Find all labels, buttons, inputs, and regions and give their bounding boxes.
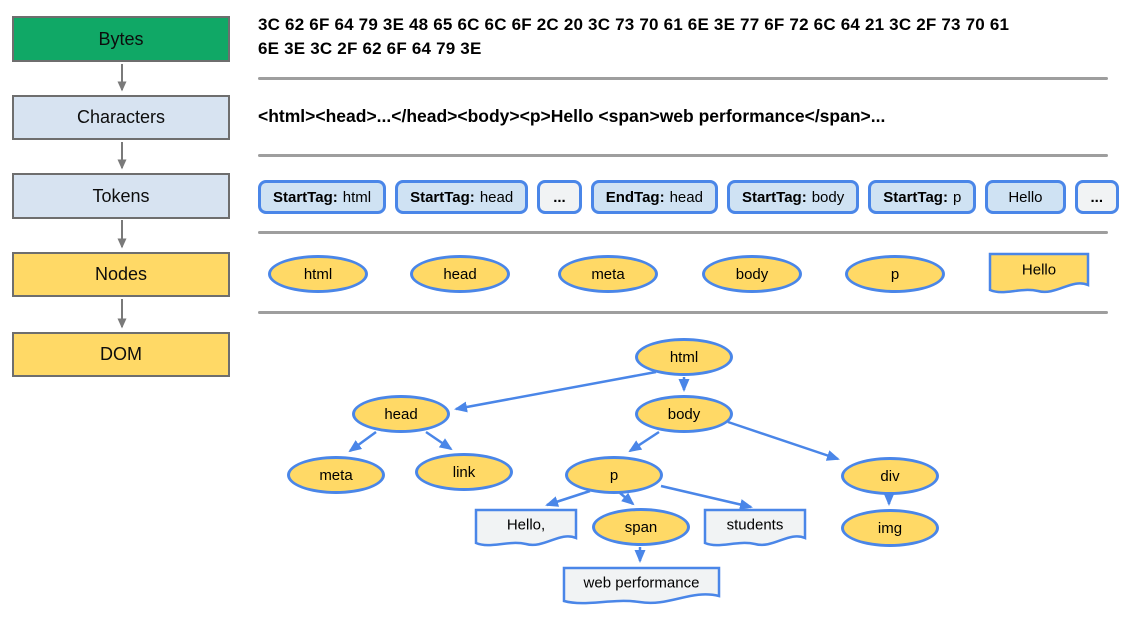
dom-node-html: html	[635, 338, 733, 376]
node-label: span	[624, 518, 658, 536]
token-ellipsis: ...	[1074, 180, 1120, 214]
token-value: body	[811, 188, 845, 206]
stage-characters: Characters	[12, 95, 230, 140]
token-value: ...	[553, 188, 566, 206]
document-shape	[562, 566, 721, 606]
token-value: head	[479, 188, 514, 206]
dom-node-hello-text: Hello,	[474, 508, 578, 548]
edge-body-div	[727, 420, 840, 461]
characters-markup-text: <html><head>...</head><body><p>Hello <sp…	[258, 106, 886, 126]
bytes-hex-line-1: 3C 62 6F 64 79 3E 48 65 6C 6C 6F 2C 20 3…	[258, 15, 1010, 34]
dom-node-students-text: students	[703, 508, 807, 548]
token-starttag-head: StartTag:head	[395, 180, 529, 214]
edge-p-span	[619, 492, 635, 506]
stage-dom-label: DOM	[100, 344, 142, 364]
dom-node-meta: meta	[287, 456, 385, 494]
node-label: body	[735, 265, 769, 283]
dom-node-img: img	[841, 509, 939, 547]
token-starttag-body: StartTag:body	[726, 180, 860, 214]
bytes-hex-line-2: 6E 3E 3C 2F 62 6F 64 79 3E	[258, 39, 482, 58]
dom-node-body: body	[635, 395, 733, 433]
node-label: students	[726, 516, 784, 534]
edge-head-link	[425, 430, 453, 451]
divider-characters-tokens	[258, 154, 1108, 157]
node-label: html	[303, 265, 333, 283]
stage-nodes-label: Nodes	[94, 264, 148, 284]
node-meta: meta	[558, 255, 658, 293]
node-label: head	[443, 265, 477, 283]
stage-bytes: Bytes	[12, 16, 230, 62]
token-value: Hello	[1008, 188, 1043, 206]
token-value: head	[669, 188, 703, 206]
dom-node-p: p	[565, 456, 663, 494]
document-shape	[474, 508, 578, 548]
node-hello-text: Hello	[988, 252, 1090, 296]
node-label: web performance	[583, 574, 700, 592]
token-value: p	[952, 188, 962, 206]
token-label: StartTag:	[410, 188, 475, 206]
dom-node-web-performance-text: web performance	[562, 566, 721, 606]
token-endtag-head: EndTag:head	[590, 180, 718, 214]
stage-tokens-label: Tokens	[92, 185, 150, 206]
stage-nodes: Nodes	[12, 252, 230, 297]
node-head: head	[410, 255, 510, 293]
edge-p-students	[660, 484, 753, 510]
node-label: Hello,	[506, 516, 546, 534]
divider-tokens-nodes	[258, 231, 1108, 234]
node-label: p	[890, 265, 900, 283]
edge-html-head	[454, 370, 657, 413]
token-label: StartTag:	[883, 188, 948, 206]
document-shape	[988, 252, 1090, 296]
token-value: html	[342, 188, 372, 206]
node-label: Hello	[1021, 261, 1057, 279]
token-value: ...	[1090, 188, 1104, 206]
bytes-hex-text: 3C 62 6F 64 79 3E 48 65 6C 6C 6F 2C 20 3…	[258, 13, 1009, 61]
node-label: body	[667, 405, 701, 423]
node-body: body	[702, 255, 802, 293]
token-row: StartTag:html StartTag:head ... EndTag:h…	[258, 180, 1120, 214]
node-html: html	[268, 255, 368, 293]
node-label: div	[880, 467, 900, 485]
node-label: head	[384, 405, 418, 423]
token-label: StartTag:	[741, 188, 807, 206]
token-label: EndTag:	[605, 188, 665, 206]
edge-p-hello	[545, 489, 591, 507]
dom-node-head: head	[352, 395, 450, 433]
node-p: p	[845, 255, 945, 293]
node-label: meta	[591, 265, 625, 283]
stage-tokens: Tokens	[12, 173, 230, 219]
stage-bytes-label: Bytes	[98, 28, 144, 49]
token-ellipsis: ...	[537, 180, 582, 214]
stage-characters-label: Characters	[76, 107, 166, 127]
node-label: p	[609, 466, 619, 484]
edge-head-meta	[348, 430, 377, 453]
node-label: html	[669, 348, 699, 366]
dom-node-link: link	[415, 453, 513, 491]
token-starttag-html: StartTag:html	[258, 180, 387, 214]
document-shape	[703, 508, 807, 548]
token-hello: Hello	[985, 180, 1066, 214]
token-starttag-p: StartTag:p	[868, 180, 977, 214]
dom-node-span: span	[592, 508, 690, 546]
node-label: img	[877, 519, 903, 537]
dom-node-div: div	[841, 457, 939, 495]
node-label: link	[452, 463, 476, 481]
edge-body-p	[628, 430, 660, 453]
node-label: meta	[319, 466, 353, 484]
stage-dom: DOM	[12, 332, 230, 377]
token-label: StartTag:	[273, 188, 338, 206]
divider-nodes-dom	[258, 311, 1108, 314]
divider-bytes-characters	[258, 77, 1108, 80]
